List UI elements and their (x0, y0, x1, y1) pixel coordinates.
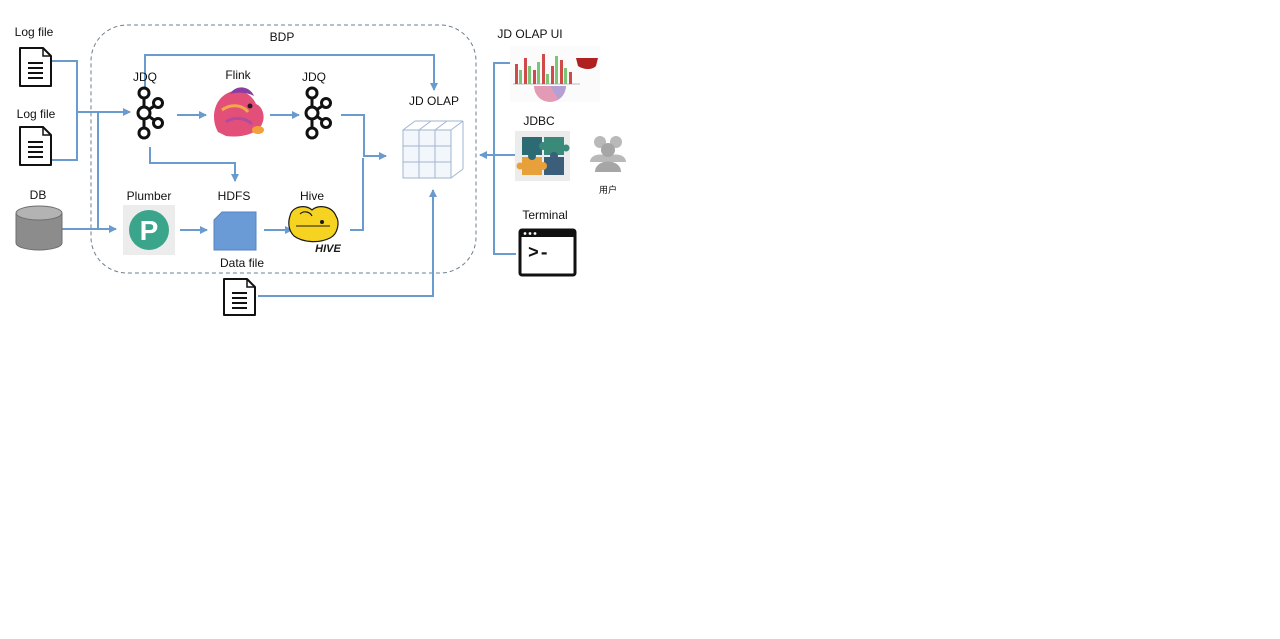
log-file-label: Log file (14, 25, 54, 39)
user-label: 用户 (598, 185, 618, 195)
hive-logo-icon: HIVE (288, 206, 341, 255)
hive-to-olap-link (350, 158, 364, 231)
log-file-2-link (52, 112, 78, 161)
jdbc-puzzle-icon (515, 131, 570, 181)
consumers-bus (493, 62, 516, 255)
jdq-label: JDQ (302, 70, 326, 84)
jdq-label: JDQ (133, 70, 157, 84)
jdq-to-hdfs-arrow (149, 147, 239, 182)
jdq-to-olap-top-arrow (144, 54, 438, 91)
olap-cube-icon (402, 120, 464, 179)
log-file-icon (19, 126, 52, 166)
plumber-logo-icon: P (123, 205, 175, 255)
data-file-icon (223, 278, 256, 316)
connectors (52, 54, 516, 297)
terminal-prompt: >- (528, 244, 550, 264)
jd-olap-label: JD OLAP (408, 94, 460, 108)
hdfs-storage-icon (213, 211, 257, 251)
jdq2-to-olap-arrow (341, 114, 387, 160)
database-icon (15, 205, 63, 251)
jdbc-label: JDBC (523, 114, 555, 128)
jd-olap-ui-label: JD OLAP UI (497, 27, 563, 41)
log-file-icon (19, 47, 52, 87)
db-label: DB (29, 188, 47, 202)
plumber-logo-letter: P (140, 215, 159, 246)
log-file-1-link (52, 60, 78, 112)
hive-label: Hive (299, 189, 325, 203)
terminal-label: Terminal (522, 208, 568, 222)
hdfs-label: HDFS (217, 189, 251, 203)
jdq-kafka-icon (304, 86, 332, 140)
users-icon (590, 136, 626, 172)
flink-logo-icon (214, 87, 264, 137)
plumber-label: Plumber (126, 189, 172, 203)
jdq-kafka-icon (136, 86, 164, 140)
terminal-icon: >- (518, 228, 577, 277)
bdp-label: BDP (269, 30, 295, 44)
log-file-label: Log file (16, 107, 56, 121)
datafile-to-olap-arrow (258, 189, 437, 297)
olap-ui-dashboard-icon (510, 46, 600, 102)
data-file-label: Data file (219, 256, 265, 270)
hive-logo-text: HIVE (315, 243, 341, 255)
bdp-boundary (90, 24, 477, 274)
flink-label: Flink (225, 68, 251, 82)
